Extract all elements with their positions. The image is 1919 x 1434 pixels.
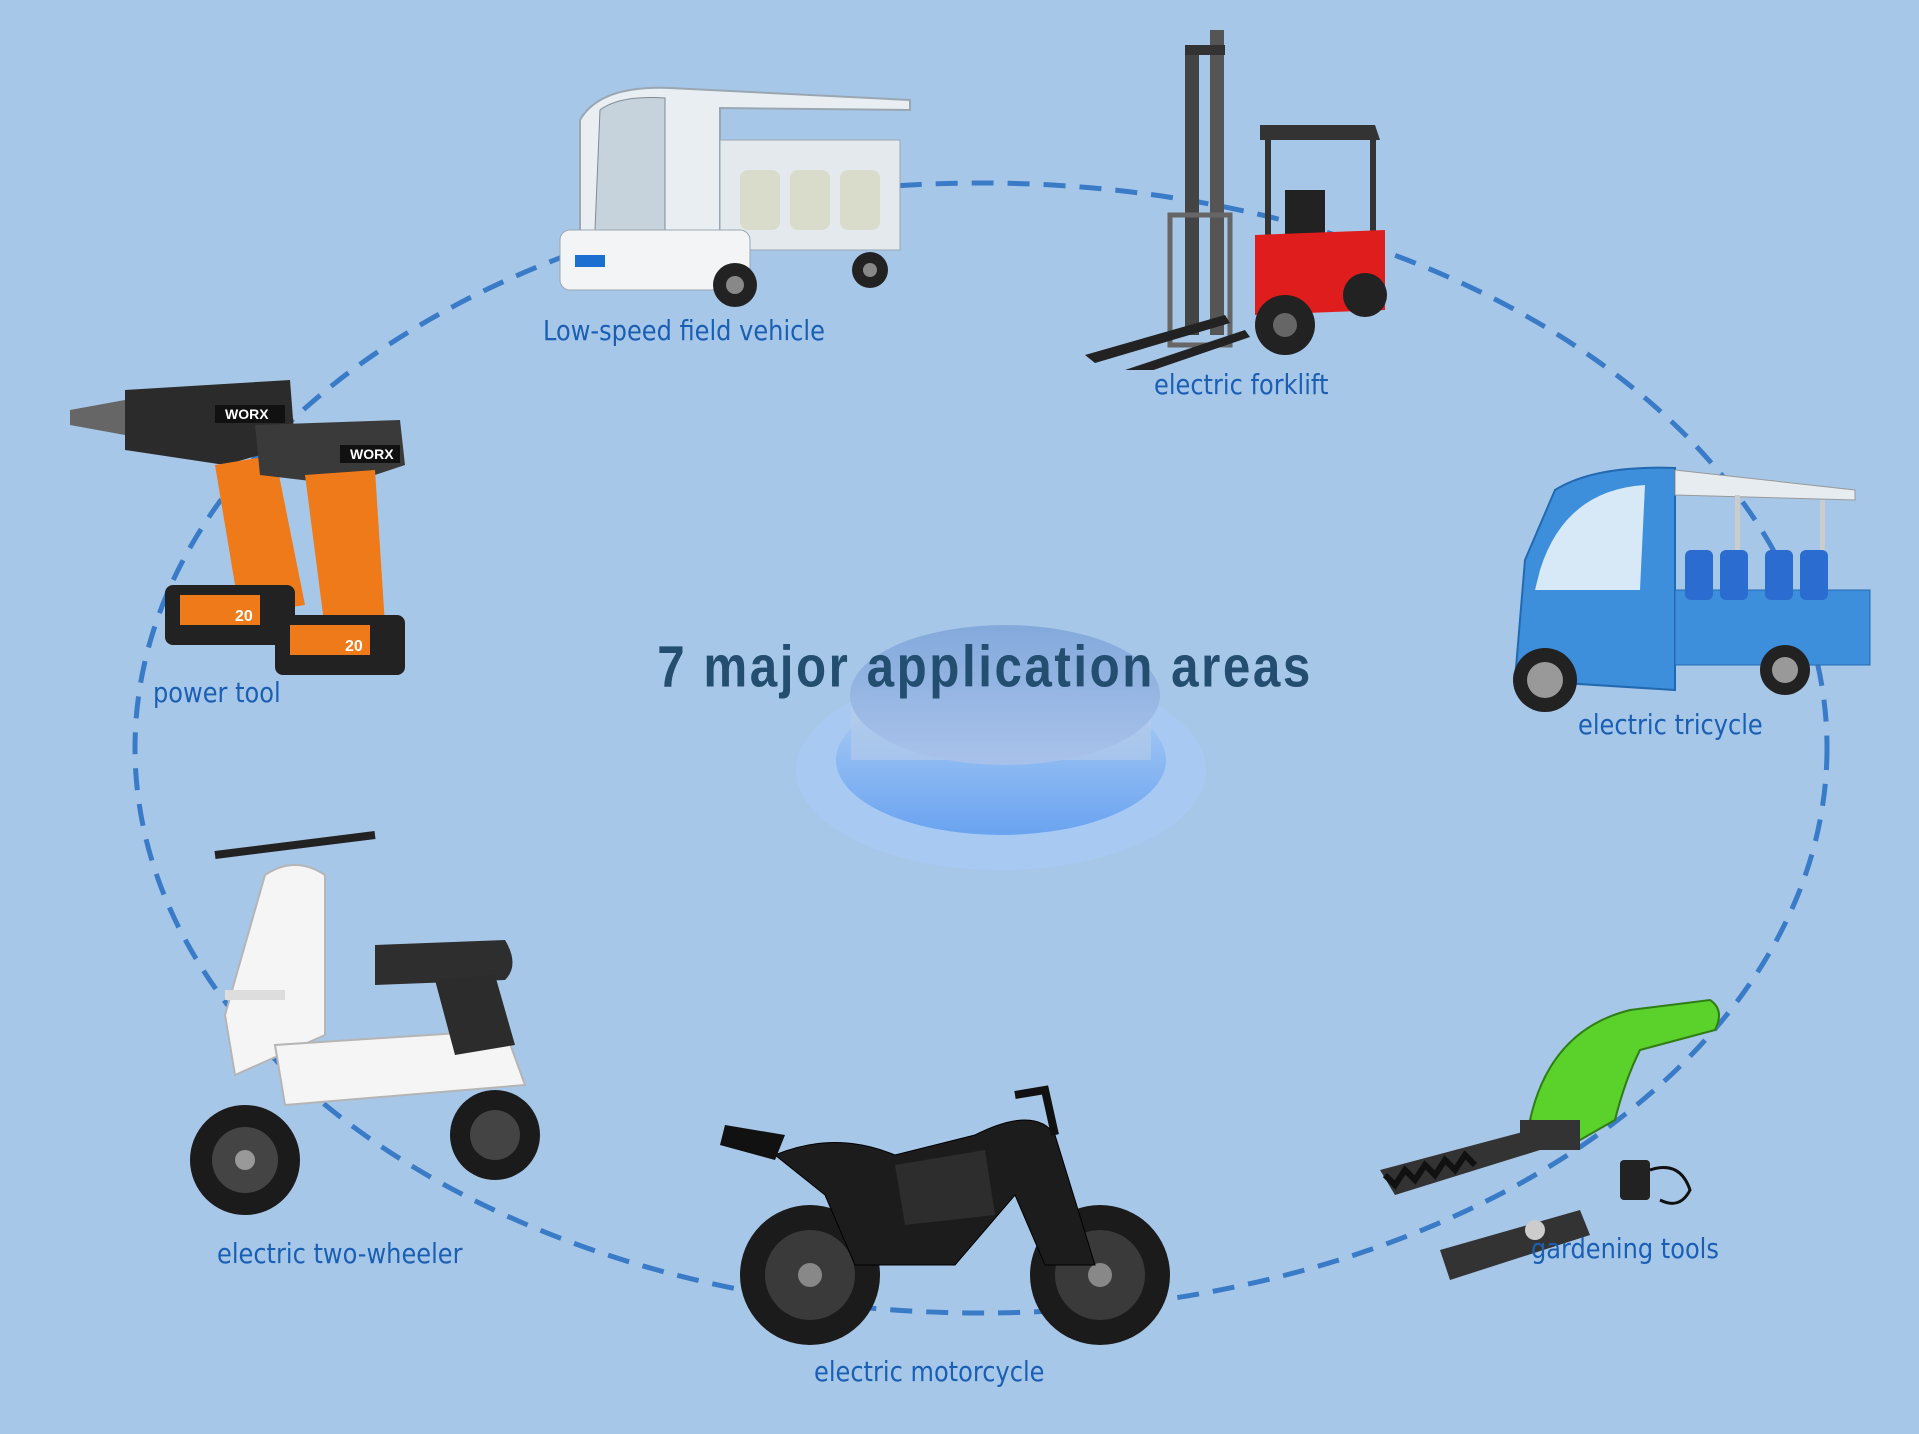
tricycle-image xyxy=(1513,466,1871,712)
diagram-title: 7 major application areas xyxy=(657,634,1313,700)
drill-image: WORX WORX 20 20 xyxy=(70,380,405,675)
center-pedestal xyxy=(796,625,1206,870)
label-gardening-tools: gardening tools xyxy=(1531,1232,1719,1265)
drill-brand-badge-2: WORX xyxy=(350,446,394,462)
battery-voltage: 20 xyxy=(235,608,253,625)
battery-voltage-2: 20 xyxy=(345,638,363,655)
label-power-tool: power tool xyxy=(153,676,281,709)
motorcycle-image xyxy=(720,1085,1170,1345)
label-electric-tricycle: electric tricycle xyxy=(1578,708,1763,741)
drill-brand-badge: WORX xyxy=(225,406,269,422)
scooter-image xyxy=(190,831,540,1215)
label-low-speed-vehicle: Low-speed field vehicle xyxy=(543,314,825,347)
forklift-image xyxy=(1085,30,1387,370)
hedge-trimmer-image xyxy=(1380,998,1720,1280)
label-electric-forklift: electric forklift xyxy=(1154,368,1329,401)
label-electric-motorcycle: electric motorcycle xyxy=(814,1355,1045,1388)
label-electric-two-wheeler: electric two-wheeler xyxy=(217,1237,463,1270)
low-speed-vehicle-image xyxy=(559,86,911,307)
